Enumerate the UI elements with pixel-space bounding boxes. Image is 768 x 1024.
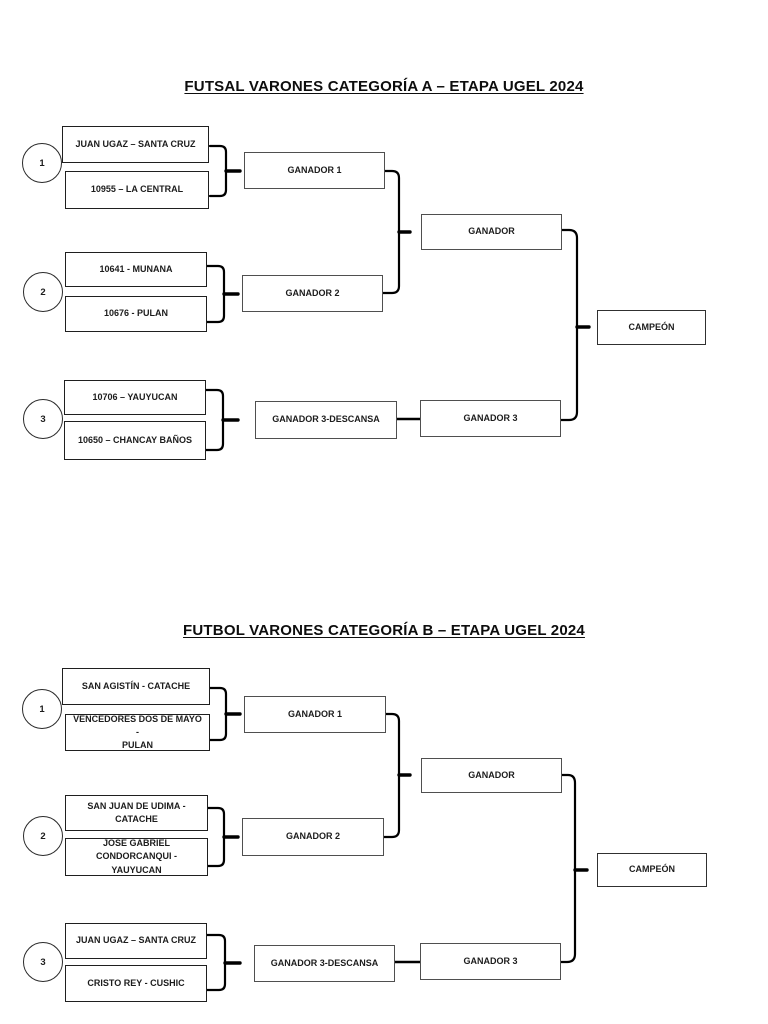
- team-box-a2-top: 10641 - MUNANA: [65, 252, 207, 287]
- seed-number: 1: [39, 703, 45, 715]
- team-box-b3-bottom: CRISTO REY - CUSHIC: [65, 965, 207, 1002]
- team-box-b2-bottom: JOSE GABRIEL CONDORCANQUI - YAUYUCAN: [65, 838, 208, 876]
- third-match-winner-box-b: GANADOR 3: [420, 943, 561, 980]
- team-box-b1-bottom: VENCEDORES DOS DE MAYO - PULAN: [65, 714, 210, 751]
- seed-number: 2: [40, 830, 46, 842]
- seed-number: 3: [40, 956, 46, 968]
- semifinal-winner-box-a: GANADOR: [421, 214, 562, 250]
- winner-box-a1: GANADOR 1: [244, 152, 385, 189]
- seed-circle-a2: 2: [23, 272, 63, 312]
- team-box-b3-top: JUAN UGAZ – SANTA CRUZ: [65, 923, 207, 959]
- champion-box-b: CAMPEÓN: [597, 853, 707, 887]
- seed-circle-b3: 3: [23, 942, 63, 982]
- winner-box-a2: GANADOR 2: [242, 275, 383, 312]
- team-box-a3-top: 10706 – YAUYUCAN: [64, 380, 206, 415]
- semifinal-winner-box-b: GANADOR: [421, 758, 562, 793]
- seed-circle-b1: 1: [22, 689, 62, 729]
- winner-box-b2: GANADOR 2: [242, 818, 384, 856]
- team-box-a1-bottom: 10955 – LA CENTRAL: [65, 171, 209, 209]
- seed-number: 3: [40, 413, 46, 425]
- bracket-a-title: FUTSAL VARONES CATEGORÍA A – ETAPA UGEL …: [184, 78, 584, 95]
- team-box-b1-top: SAN AGISTÍN - CATACHE: [62, 668, 210, 705]
- seed-circle-a1: 1: [22, 143, 62, 183]
- team-box-b2-top: SAN JUAN DE UDIMA - CATACHE: [65, 795, 208, 831]
- bracket-b-title: FUTBOL VARONES CATEGORÍA B – ETAPA UGEL …: [183, 622, 585, 639]
- team-box-a2-bottom: 10676 - PULAN: [65, 296, 207, 332]
- team-box-a3-bottom: 10650 – CHANCAY BAÑOS: [64, 421, 206, 460]
- seed-circle-a3: 3: [23, 399, 63, 439]
- seed-number: 1: [39, 157, 45, 169]
- winner-box-b1: GANADOR 1: [244, 696, 386, 733]
- third-match-winner-box-a: GANADOR 3: [420, 400, 561, 437]
- champion-box-a: CAMPEÓN: [597, 310, 706, 345]
- winner-box-a3-descansa: GANADOR 3-DESCANSA: [255, 401, 397, 439]
- winner-box-b3-descansa: GANADOR 3-DESCANSA: [254, 945, 395, 982]
- seed-circle-b2: 2: [23, 816, 63, 856]
- team-box-a1-top: JUAN UGAZ – SANTA CRUZ: [62, 126, 209, 163]
- seed-number: 2: [40, 286, 46, 298]
